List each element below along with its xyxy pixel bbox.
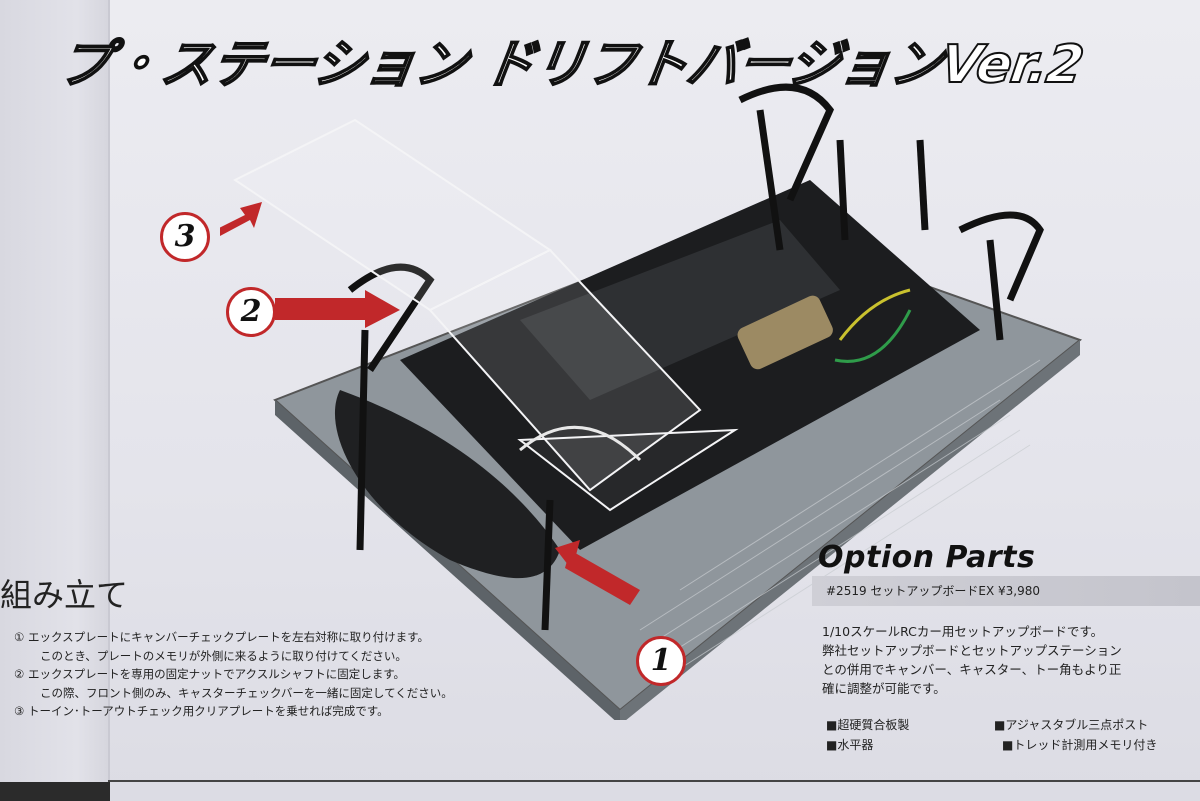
option-description-line: 弊社セットアップボードとセットアップステーション (822, 643, 1122, 658)
page-crease (108, 0, 110, 801)
option-description-line: 1/10スケールRCカー用セットアップボードです。 (822, 624, 1104, 639)
assembly-steps: ① エックスプレートにキャンバーチェックプレートを左右対称に取り付けます。 この… (14, 628, 534, 721)
camber-gauge (519, 425, 642, 462)
assembly-step-2: ② エックスプレートを専用の固定ナットでアクスルシャフトに固定します。 (14, 667, 406, 681)
folded-page-edge (0, 0, 110, 801)
callout-2: 2 (226, 287, 276, 337)
green-wire (834, 309, 912, 363)
assembly-step-3: ③ トーイン･トーアウトチェック用クリアプレートを乗せれば完成です。 (14, 704, 389, 718)
feature-tread-scale: ■トレッド計測用メモリ付き (1002, 738, 1158, 752)
assembly-heading: 組み立て (0, 576, 129, 614)
yellow-wire (838, 288, 911, 341)
arrow-3 (220, 202, 262, 236)
front-uprights (347, 263, 554, 631)
rear-uprights (738, 83, 1044, 341)
assembly-step-1-note: このとき、プレートのメモリが外側に来るように取り付けてください。 (40, 648, 407, 663)
product-photo (220, 83, 1083, 720)
arrow-2 (275, 290, 400, 328)
feature-adjustable-posts: ■アジャスタブル三点ポスト (994, 718, 1149, 732)
assembly-step-2-note: この際、フロント側のみ、キャスターチェックバーを一緒に固定してください。 (40, 685, 453, 700)
chassis (400, 180, 980, 550)
option-description: 1/10スケールRCカー用セットアップボードです。 弊社セットアップボードとセッ… (822, 622, 1182, 698)
feature-plywood: ■超硬質合板製 (826, 718, 910, 732)
option-parts-heading: Option Parts (818, 540, 1036, 575)
assembly-step-1: ① エックスプレートにキャンバーチェックプレートを左右対称に取り付けます。 (14, 630, 429, 644)
feature-level: ■水平器 (826, 738, 874, 752)
bottom-rule (108, 780, 1200, 782)
option-product-name: #2519 セットアップボードEX ¥3,980 (826, 584, 1041, 598)
callout-1: 1 (636, 636, 686, 686)
motor (737, 295, 833, 370)
option-product-bar (812, 576, 1200, 606)
arrow-1 (565, 550, 640, 605)
option-description-line: 確に調整が可能です。 (822, 681, 946, 696)
option-description-line: との併用でキャンバー、キャスター、トー角もより正 (822, 662, 1122, 677)
board-ruler-lines (639, 359, 1041, 676)
shadow-plate (334, 390, 560, 579)
bottom-corner-block (0, 782, 110, 801)
callout-3: 3 (160, 212, 210, 262)
clear-plate (233, 118, 739, 512)
